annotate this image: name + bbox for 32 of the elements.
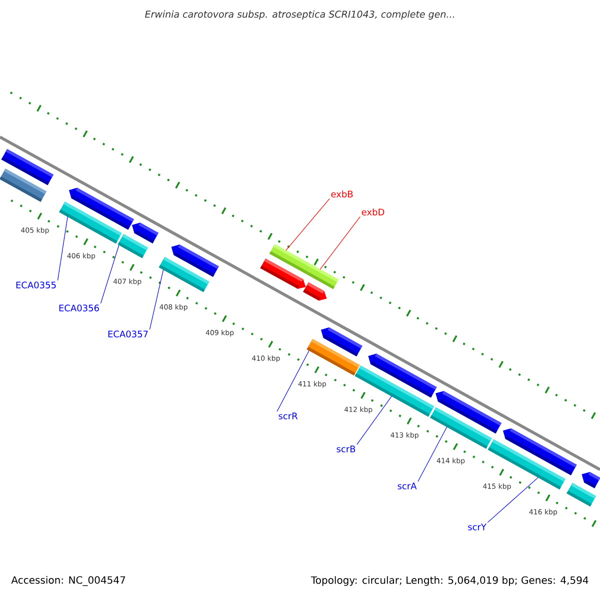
gene-block (260, 258, 306, 289)
gene-bar (118, 234, 148, 258)
leader-line (276, 350, 310, 412)
leader-line (356, 396, 392, 445)
gene-label: ECA0355 (16, 282, 56, 288)
leader-line (149, 270, 164, 330)
gene-block (582, 472, 600, 488)
gene-label: scrB (336, 446, 356, 452)
gene-bar (306, 338, 360, 376)
gene-bar (59, 202, 122, 244)
gene-bar (430, 407, 492, 449)
leader-line (57, 216, 68, 281)
gene-bar (0, 168, 46, 202)
footer-text: Accession: NC_004547 (11, 576, 126, 586)
leader-line (100, 244, 120, 304)
leader-line (418, 426, 448, 482)
leader-line (286, 198, 330, 251)
gene-label: scrA (398, 482, 417, 490)
title: Erwinia carotovora subsp. atroseptica SCRI1043, complete gen... (145, 10, 454, 20)
gene-label: scrR (278, 412, 298, 420)
gene-label: scrY (468, 524, 486, 530)
gene-bar (566, 482, 596, 506)
footer-text: Topology: circular; Length: 5,064,019 bp; Genes: 4,594 (310, 576, 588, 586)
leader-line (487, 477, 538, 523)
gene-block (303, 282, 327, 301)
gene-bar (158, 256, 210, 292)
gene-label: ECA0356 (59, 304, 99, 312)
gene-block (132, 222, 158, 244)
gene-label: exbB (331, 190, 353, 198)
leader-line (320, 216, 360, 270)
gene-label: ECA0357 (108, 330, 148, 338)
gene-label: exbD (362, 208, 384, 216)
